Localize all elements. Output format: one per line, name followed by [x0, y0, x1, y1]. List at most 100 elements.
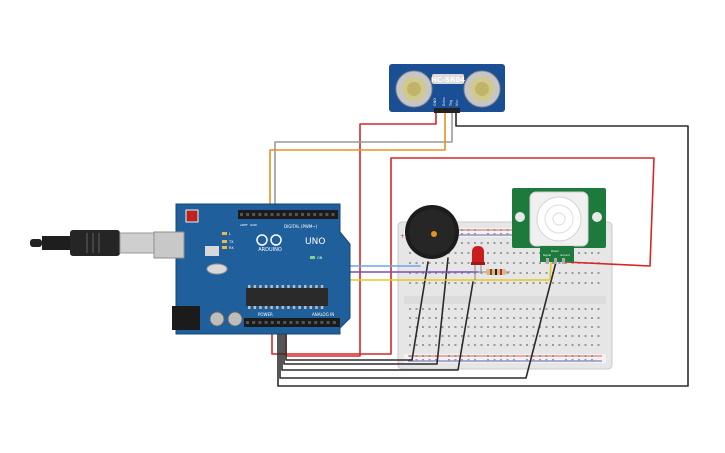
breadboard-hole	[461, 272, 463, 274]
rail-hole	[584, 359, 587, 361]
breadboard-hole	[415, 326, 418, 328]
breadboard-hole	[519, 282, 522, 284]
breadboard-hole	[565, 282, 567, 284]
chip-leg	[304, 285, 307, 288]
breadboard-hole	[552, 262, 554, 264]
breadboard-hole	[474, 282, 476, 284]
breadboard-hole	[565, 335, 567, 337]
breadboard-hole	[428, 335, 431, 337]
breadboard-hole	[526, 262, 528, 264]
rail-hole	[409, 355, 411, 357]
pir-sensor[interactable]: Signal Power Ground	[512, 188, 606, 264]
rail-hole	[539, 359, 541, 361]
breadboard-hole	[422, 308, 424, 310]
breadboard-hole	[467, 252, 470, 254]
breadboard-hole	[539, 262, 541, 264]
rail-hole	[571, 359, 574, 361]
reset-button-icon[interactable]	[185, 209, 199, 223]
breadboard-hole	[487, 242, 489, 244]
board-model: UNO	[305, 237, 325, 247]
breadboard-hole	[597, 317, 600, 319]
breadboard-hole	[493, 262, 496, 264]
breadboard-hole	[558, 272, 561, 274]
rail-hole	[493, 355, 496, 357]
breadboard-hole	[539, 282, 541, 284]
header-socket	[325, 213, 329, 216]
breadboard-hole	[513, 326, 515, 328]
breadboard-hole	[428, 317, 431, 319]
breadboard-hole	[578, 317, 580, 319]
breadboard-hole	[422, 344, 424, 346]
breadboard-hole	[409, 272, 411, 274]
ultrasonic-sensor[interactable]: HC-SR04 GND Echo Trig Vcc	[389, 64, 505, 113]
breadboard-hole	[506, 308, 509, 310]
breadboard-hole	[461, 308, 463, 310]
chip-leg	[270, 306, 273, 309]
breadboard-hole	[409, 326, 411, 328]
breadboard-hole	[513, 272, 515, 274]
breadboard-hole	[578, 308, 580, 310]
breadboard-hole	[422, 282, 424, 284]
chip-leg	[298, 285, 301, 288]
breadboard-hole	[480, 308, 483, 310]
rail-hole	[565, 355, 567, 357]
chip-leg	[309, 285, 313, 288]
breadboard-hole	[467, 282, 470, 284]
chip-leg	[292, 306, 296, 309]
breadboard-hole	[500, 308, 502, 310]
rail-hole	[467, 229, 470, 231]
rail-hole	[487, 359, 489, 361]
rail-hole	[506, 359, 509, 361]
chip-leg	[264, 285, 268, 288]
rail-hole	[461, 229, 463, 231]
rail-hole	[506, 355, 509, 357]
chip-leg	[298, 306, 301, 309]
breadboard-hole	[584, 272, 587, 274]
breadboard-hole	[539, 344, 541, 346]
header-socket	[277, 321, 280, 324]
breadboard-hole	[487, 317, 489, 319]
breadboard-hole	[474, 326, 476, 328]
breadboard-hole	[454, 344, 457, 346]
breadboard-hole	[558, 326, 561, 328]
breadboard-hole	[532, 344, 535, 346]
breadboard-hole	[591, 344, 593, 346]
breadboard-hole	[409, 335, 411, 337]
breadboard-hole	[480, 344, 483, 346]
chip-leg	[259, 285, 262, 288]
header-socket	[331, 213, 335, 216]
rail-hole	[461, 355, 463, 357]
breadboard-hole	[467, 242, 470, 244]
rail-hole	[539, 355, 541, 357]
breadboard-hole	[448, 317, 450, 319]
breadboard-hole	[591, 308, 593, 310]
breadboard-hole	[545, 326, 548, 328]
header-socket	[295, 321, 299, 324]
chip-leg	[292, 285, 296, 288]
arduino-uno-board[interactable]: ARDUINO UNO DIGITAL (PWM~) POWER ANALOG …	[153, 203, 351, 335]
breadboard-hole	[506, 262, 509, 264]
breadboard-hole	[584, 335, 587, 337]
breadboard-hole	[545, 344, 548, 346]
breadboard-hole	[506, 335, 509, 337]
header-socket	[252, 213, 256, 216]
breadboard-hole	[461, 335, 463, 337]
breadboard-hole	[513, 308, 515, 310]
breadboard-hole	[454, 262, 457, 264]
breadboard-hole	[532, 282, 535, 284]
chip-leg	[270, 285, 273, 288]
breadboard-hole	[461, 317, 463, 319]
breadboard-hole	[474, 335, 476, 337]
breadboard-hole	[448, 272, 450, 274]
breadboard-hole	[500, 252, 502, 254]
rail-hole	[454, 355, 457, 357]
breadboard-hole	[545, 272, 548, 274]
rail-hole	[474, 233, 476, 235]
pir-pin-label: Ground	[560, 253, 570, 257]
resistor-icon[interactable]	[478, 269, 510, 275]
breadboard-hole	[513, 335, 515, 337]
breadboard-hole	[474, 317, 476, 319]
breadboard-hole	[415, 308, 418, 310]
buzzer-icon[interactable]	[405, 205, 459, 259]
breadboard-hole	[448, 308, 450, 310]
